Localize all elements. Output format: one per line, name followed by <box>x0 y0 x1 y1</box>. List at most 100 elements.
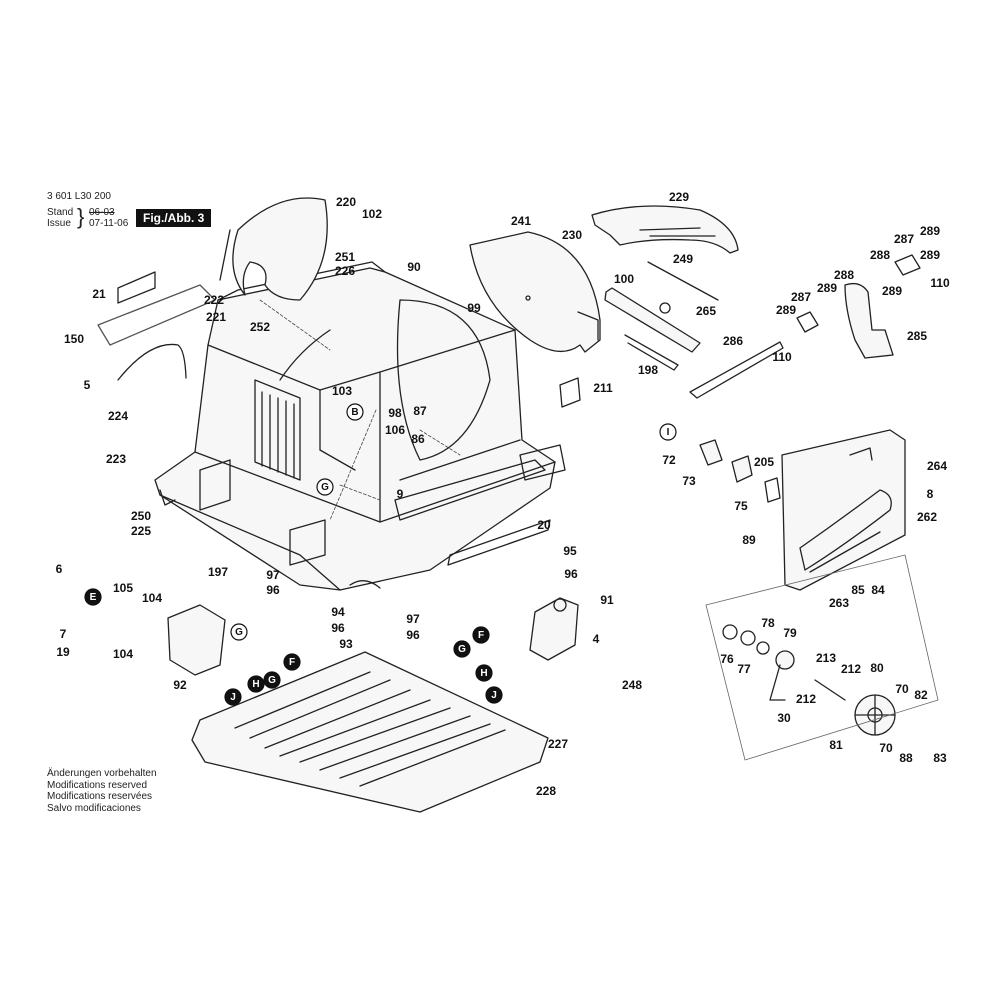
part-callout-93: 93 <box>339 637 353 651</box>
connector-marker-G4: G <box>453 640 471 658</box>
part-callout-212a: 212 <box>841 662 861 676</box>
part-callout-70b: 70 <box>879 741 893 755</box>
connector-marker-I: I <box>659 423 677 441</box>
table-top-shape <box>781 429 906 591</box>
part-callout-86: 86 <box>411 432 425 446</box>
part-callout-110b: 110 <box>772 350 792 364</box>
connector-marker-circle <box>84 588 102 606</box>
connector-marker-label: G <box>458 644 466 655</box>
label-sticker-211 <box>559 377 581 408</box>
connector-marker-label: J <box>491 690 497 701</box>
connector-marker-G1: G <box>316 478 334 496</box>
housing-shape <box>154 261 566 591</box>
part-callout-289e: 289 <box>882 284 902 298</box>
part-callout-289a: 289 <box>920 224 940 238</box>
part-callout-226: 226 <box>335 264 355 278</box>
footer-note: Salvo modificaciones <box>47 802 141 814</box>
connector-marker-F2: F <box>472 626 490 644</box>
part-callout-287a: 287 <box>894 232 914 246</box>
label-sticker-150 <box>97 284 216 346</box>
splitter-shape <box>591 205 739 254</box>
blade-guard-shape <box>219 197 328 301</box>
cover-strip-20 <box>447 519 551 566</box>
switch-shape <box>529 597 579 661</box>
part-callout-99: 99 <box>467 301 481 315</box>
part-callout-8: 8 <box>927 487 934 501</box>
part-callout-90: 90 <box>407 260 421 274</box>
part-callout-94: 94 <box>331 605 345 619</box>
knob-shape <box>699 439 781 503</box>
connector-marker-circle <box>316 478 334 496</box>
part-callout-285: 285 <box>907 329 927 343</box>
hood-shape <box>689 254 921 399</box>
part-callout-227: 227 <box>548 737 568 751</box>
part-callout-106: 106 <box>385 423 405 437</box>
part-callout-98: 98 <box>388 406 402 420</box>
connector-marker-J1: J <box>224 688 242 706</box>
part-callout-222: 222 <box>204 293 224 307</box>
connector-marker-circle <box>346 403 364 421</box>
part-callout-213: 213 <box>816 651 836 665</box>
part-callout-80: 80 <box>870 661 884 675</box>
issue-date: 07-11-06 <box>89 218 129 229</box>
footer-notes: Änderungen vorbehalten Modifications res… <box>47 768 157 814</box>
part-callout-241: 241 <box>511 214 531 228</box>
part-callout-79: 79 <box>783 626 797 640</box>
connector-marker-F1: F <box>283 653 301 671</box>
part-callout-96a: 96 <box>266 583 280 597</box>
connector-marker-label: F <box>478 630 484 641</box>
connector-marker-G2: G <box>230 623 248 641</box>
connector-marker-label: F <box>289 657 295 668</box>
connector-marker-circle <box>659 423 677 441</box>
part-callout-289d: 289 <box>776 303 796 317</box>
part-callout-88: 88 <box>899 751 913 765</box>
part-callout-20: 20 <box>537 518 551 532</box>
part-callout-83: 83 <box>933 751 947 765</box>
part-callout-286: 286 <box>723 334 743 348</box>
part-callout-100: 100 <box>614 272 634 286</box>
part-callout-97a: 97 <box>266 568 280 582</box>
connector-marker-label: E <box>90 592 97 603</box>
part-callout-92: 92 <box>173 678 187 692</box>
connector-marker-H2: H <box>475 664 493 682</box>
connector-marker-label: I <box>667 427 670 438</box>
part-callout-221: 221 <box>206 310 226 324</box>
footer-note: Modifications reserved <box>47 779 148 791</box>
connector-marker-circle <box>485 686 503 704</box>
part-callout-19: 19 <box>56 645 70 659</box>
part-callout-4: 4 <box>593 632 600 646</box>
part-callout-249: 249 <box>673 252 693 266</box>
part-callout-287b: 287 <box>791 290 811 304</box>
part-callout-96c: 96 <box>406 628 420 642</box>
part-callout-96d: 96 <box>564 567 578 581</box>
part-callout-76: 76 <box>720 652 734 666</box>
part-callout-212b: 212 <box>796 692 816 706</box>
connector-marker-label: J <box>230 692 236 703</box>
rod-shape <box>647 261 719 301</box>
connector-marker-G3: G <box>263 671 281 689</box>
part-callout-205: 205 <box>754 455 774 469</box>
part-callout-5: 5 <box>84 378 91 392</box>
part-callout-250: 250 <box>131 509 151 523</box>
part-callout-211: 211 <box>593 381 613 395</box>
part-callout-73: 73 <box>682 474 696 488</box>
footer-note: Modifications reservées <box>47 791 153 802</box>
brace-glyph: } <box>77 204 85 229</box>
connector-marker-B: B <box>346 403 364 421</box>
connector-marker-label: B <box>351 407 358 418</box>
part-callout-102: 102 <box>362 207 382 221</box>
part-callout-78: 78 <box>761 616 775 630</box>
saw-blade-shape <box>469 231 601 353</box>
part-callout-82: 82 <box>914 688 928 702</box>
connector-marker-E1: E <box>84 588 102 606</box>
connector-marker-label: G <box>268 675 276 686</box>
part-callout-263: 263 <box>829 596 849 610</box>
footer-note: Änderungen vorbehalten <box>47 768 157 779</box>
connector-marker-J2: J <box>485 686 503 704</box>
part-callout-224: 224 <box>108 409 128 423</box>
connector-marker-circle <box>230 623 248 641</box>
part-callout-220: 220 <box>336 195 356 209</box>
part-callout-198: 198 <box>638 363 658 377</box>
